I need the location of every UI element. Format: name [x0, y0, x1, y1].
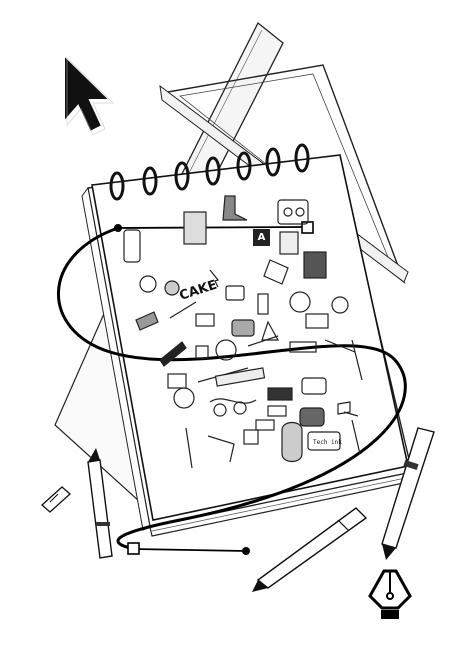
- cap-icon: [41, 486, 71, 513]
- pen-tool-icon: [368, 569, 412, 619]
- pen-bottom: [252, 507, 368, 592]
- doodle-items: [123, 195, 363, 469]
- marker-pen-left: [87, 448, 113, 559]
- fineliner-right: [381, 427, 435, 560]
- anchor-handle-top[interactable]: [114, 221, 314, 234]
- anchor-handle-bottom[interactable]: [127, 542, 250, 555]
- bezier-loop-path: [57, 226, 407, 550]
- cursor-arrow-icon: [63, 52, 115, 136]
- doodle-text-note: Tech ink: [313, 439, 342, 446]
- artboard-badge: A: [253, 229, 270, 246]
- spiral-binding: [109, 143, 310, 201]
